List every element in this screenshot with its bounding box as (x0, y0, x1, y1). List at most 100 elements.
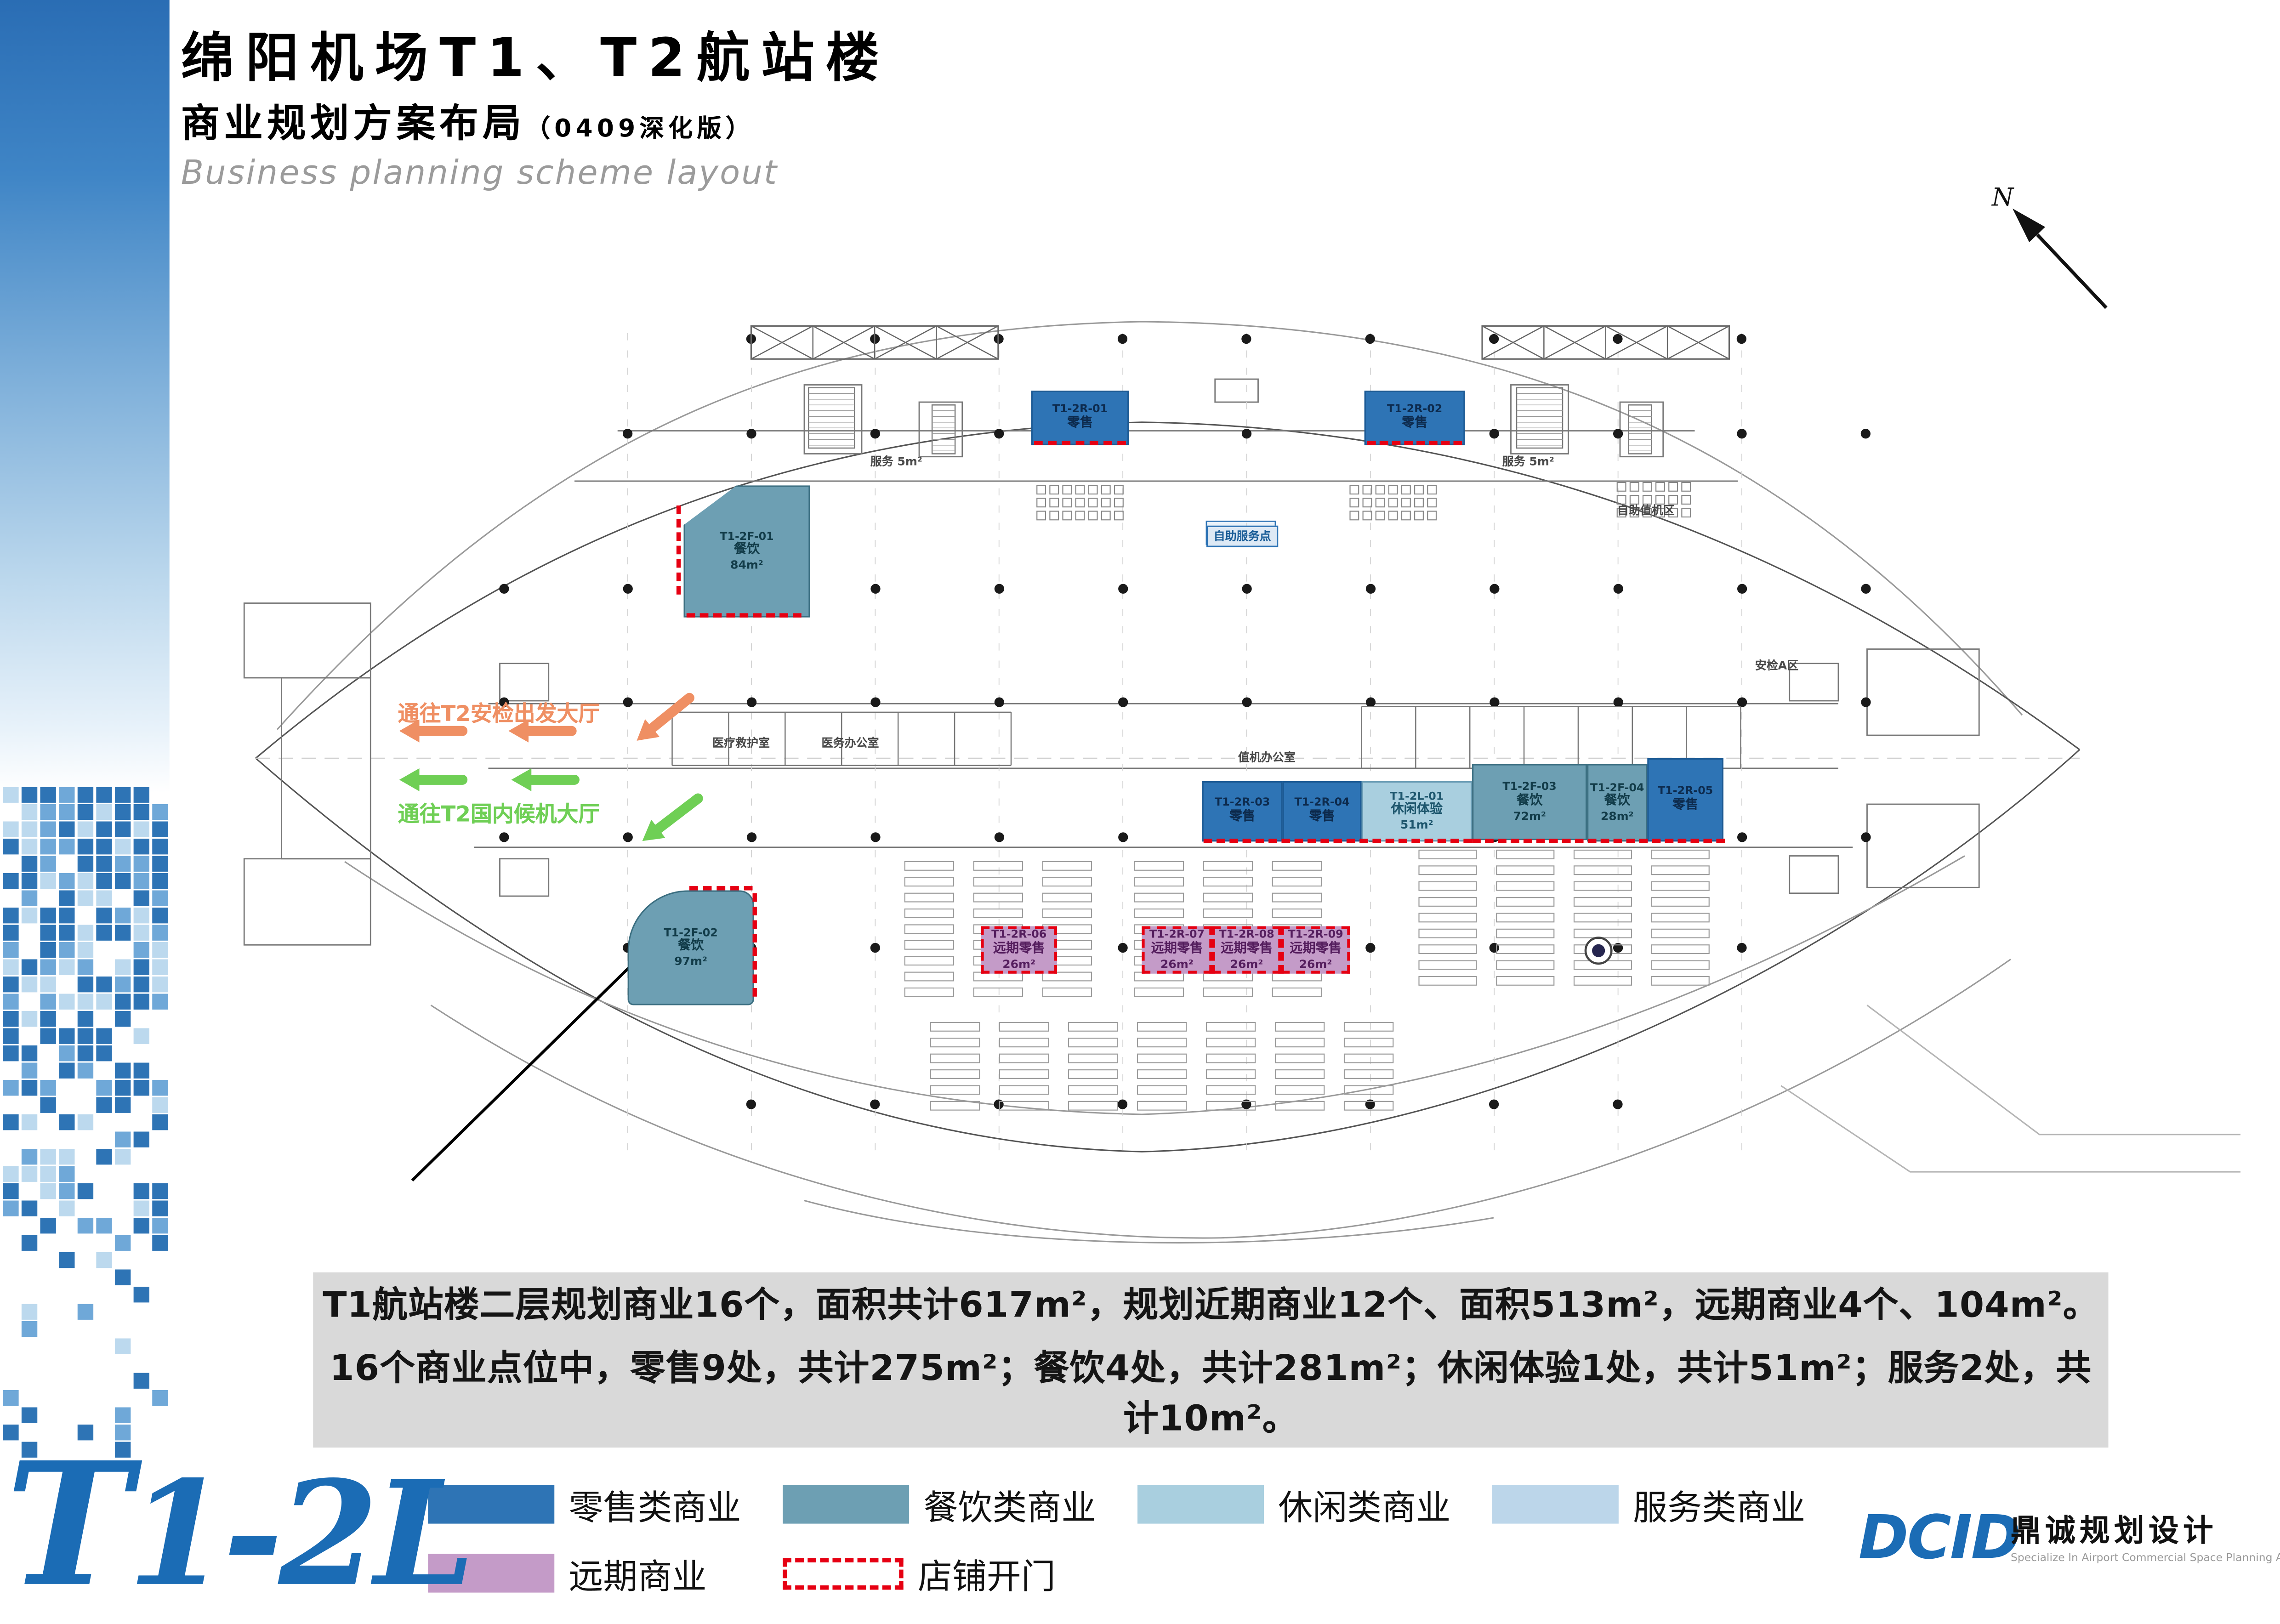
legend-swatch-food (783, 1485, 910, 1524)
unit-code: T1-2F-03 (1502, 779, 1557, 793)
mosaic-cell (40, 1183, 56, 1199)
unit-label: 远期零售 (1221, 942, 1273, 957)
mosaic-cell (77, 1304, 94, 1320)
unit-area: 26m² (1230, 957, 1263, 971)
unit-area: 84m² (730, 558, 763, 572)
mosaic-cell (21, 1200, 38, 1216)
mosaic-cell (133, 1287, 149, 1303)
mosaic-cell (77, 1045, 94, 1062)
plan-area-label: 医疗救护室 (712, 737, 770, 750)
mosaic-cell (115, 873, 131, 889)
mosaic-cell (59, 925, 75, 941)
unit-code: T1-2F-04 (1590, 780, 1644, 794)
logo-tagline: Specialize In Airport Commercial Space P… (2011, 1551, 2280, 1564)
mosaic-cell (77, 856, 94, 872)
mosaic-cell (59, 1183, 75, 1199)
mosaic-cell (133, 1080, 149, 1096)
mosaic-cell (40, 942, 56, 958)
unit-label: 餐饮 (677, 940, 704, 954)
mosaic-cell (21, 959, 38, 975)
legend-swatch-leisure (1137, 1485, 1264, 1524)
mosaic-cell (21, 1442, 38, 1458)
summary-panel: T1航站楼二层规划商业16个，面积共计617m²，规划近期商业12个、面积513… (313, 1272, 2109, 1448)
mosaic-cell (115, 977, 131, 993)
mosaic-cell (21, 1080, 38, 1096)
mosaic-cell (152, 821, 168, 837)
floor-code: T1-2L (6, 1425, 475, 1624)
unit-area: 26m² (1299, 957, 1332, 971)
mosaic-cell (21, 856, 38, 872)
mosaic-cell (152, 994, 168, 1010)
unit-label: 零售 (1309, 810, 1335, 825)
mosaic-cell (21, 1149, 38, 1165)
unit-code: T1-2R-04 (1294, 795, 1350, 809)
mosaic-cell (59, 873, 75, 889)
mosaic-cell (133, 1373, 149, 1389)
mosaic-cell (3, 821, 19, 837)
mosaic-cell (115, 1097, 131, 1113)
mosaic-cell (96, 1218, 112, 1234)
mosaic-cell (21, 1407, 38, 1423)
mosaic-cell (77, 959, 94, 975)
mosaic-cell (77, 873, 94, 889)
mosaic-cell (96, 1028, 112, 1044)
mosaic-cell (133, 1183, 149, 1199)
sidebar-gradient (0, 0, 170, 793)
page-title: 绵阳机场T1、T2航站楼 (181, 27, 891, 89)
mosaic-cell (59, 994, 75, 1010)
mosaic-cell (3, 1011, 19, 1027)
legend-item-leisure: 休闲类商业 (1137, 1479, 1492, 1529)
mosaic-cell (21, 1235, 38, 1251)
mosaic-cell (152, 908, 168, 924)
mosaic-cell (115, 821, 131, 837)
mosaic-cell (152, 1235, 168, 1251)
mosaic-cell (59, 1166, 75, 1182)
mosaic-cell (115, 804, 131, 820)
mosaic-cell (59, 942, 75, 958)
mosaic-cell (40, 1028, 56, 1044)
mosaic-cell (59, 959, 75, 975)
mosaic-cell (59, 1114, 75, 1130)
unit-area: 51m² (1400, 818, 1433, 832)
mosaic-cell (3, 1045, 19, 1062)
dcid-logo: DCID (1858, 1502, 2021, 1573)
legend-label: 餐饮类商业 (923, 1488, 1096, 1528)
mosaic-cell (115, 1080, 131, 1096)
mosaic-cell (115, 908, 131, 924)
mosaic-cell (59, 1028, 75, 1044)
mosaic-cell (96, 908, 112, 924)
mosaic-cell (115, 994, 131, 1010)
mosaic-cell (77, 804, 94, 820)
legend-label: 远期商业 (569, 1556, 707, 1597)
mosaic-cell (59, 908, 75, 924)
unit-code: T1-2F-02 (664, 926, 718, 939)
mosaic-cell (115, 839, 131, 855)
mosaic-cell (59, 890, 75, 906)
logo-company-name: 鼎诚规划设计 (2011, 1513, 2217, 1548)
section-leader-line (411, 947, 650, 1181)
mosaic-cell (96, 925, 112, 941)
mosaic-cell (133, 1218, 149, 1234)
mosaic-cell (21, 1114, 38, 1130)
mosaic-cell (115, 1338, 131, 1354)
mosaic-cell (59, 1062, 75, 1079)
legend: 零售类商业餐饮类商业休闲类商业服务类商业远期商业店铺开门 (428, 1479, 1847, 1598)
mosaic-cell (133, 821, 149, 837)
plan-area-label: 值机办公室 (1238, 751, 1296, 764)
subtitle-english: Business planning scheme layout (181, 155, 779, 193)
legend-item-future: 远期商业 (428, 1548, 783, 1598)
mosaic-cell (21, 890, 38, 906)
unit-area: 26m² (1002, 957, 1036, 971)
mosaic-cell (77, 1028, 94, 1044)
mosaic-cell (152, 942, 168, 958)
mosaic-cell (96, 821, 112, 837)
unit-code: T1-2R-02 (1387, 402, 1443, 415)
